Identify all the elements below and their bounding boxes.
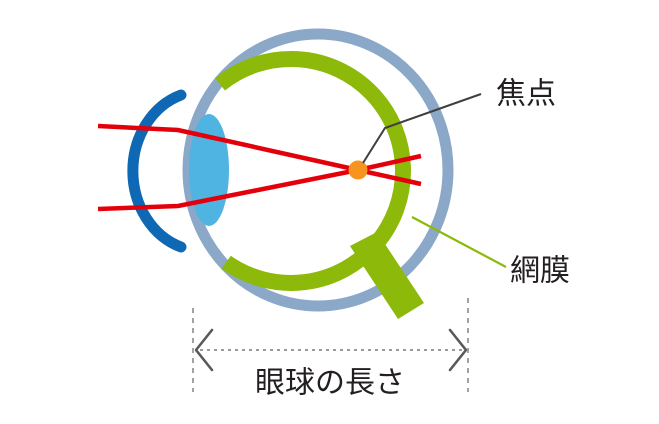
optic-nerve-shape	[350, 232, 424, 319]
retina-label: 網膜	[510, 254, 570, 289]
dimension-arrow-right	[448, 328, 468, 372]
retina-shape	[214, 50, 412, 291]
focal-point-leader-line	[362, 93, 482, 164]
lens-shape	[189, 114, 229, 226]
focal-point-label: 焦点	[496, 77, 556, 112]
sclera-shape	[182, 28, 454, 312]
cornea-shape	[127, 89, 187, 253]
focal-point-dot	[348, 160, 368, 180]
retina-leader-line	[411, 216, 507, 268]
light-ray-upper	[97, 123, 422, 187]
eyeball-length-dimension	[192, 298, 469, 392]
dimension-arrow-left	[194, 328, 214, 372]
light-rays	[97, 123, 422, 212]
light-ray-lower	[97, 153, 422, 212]
eyeball-length-label: 眼球の長さ	[255, 366, 405, 401]
